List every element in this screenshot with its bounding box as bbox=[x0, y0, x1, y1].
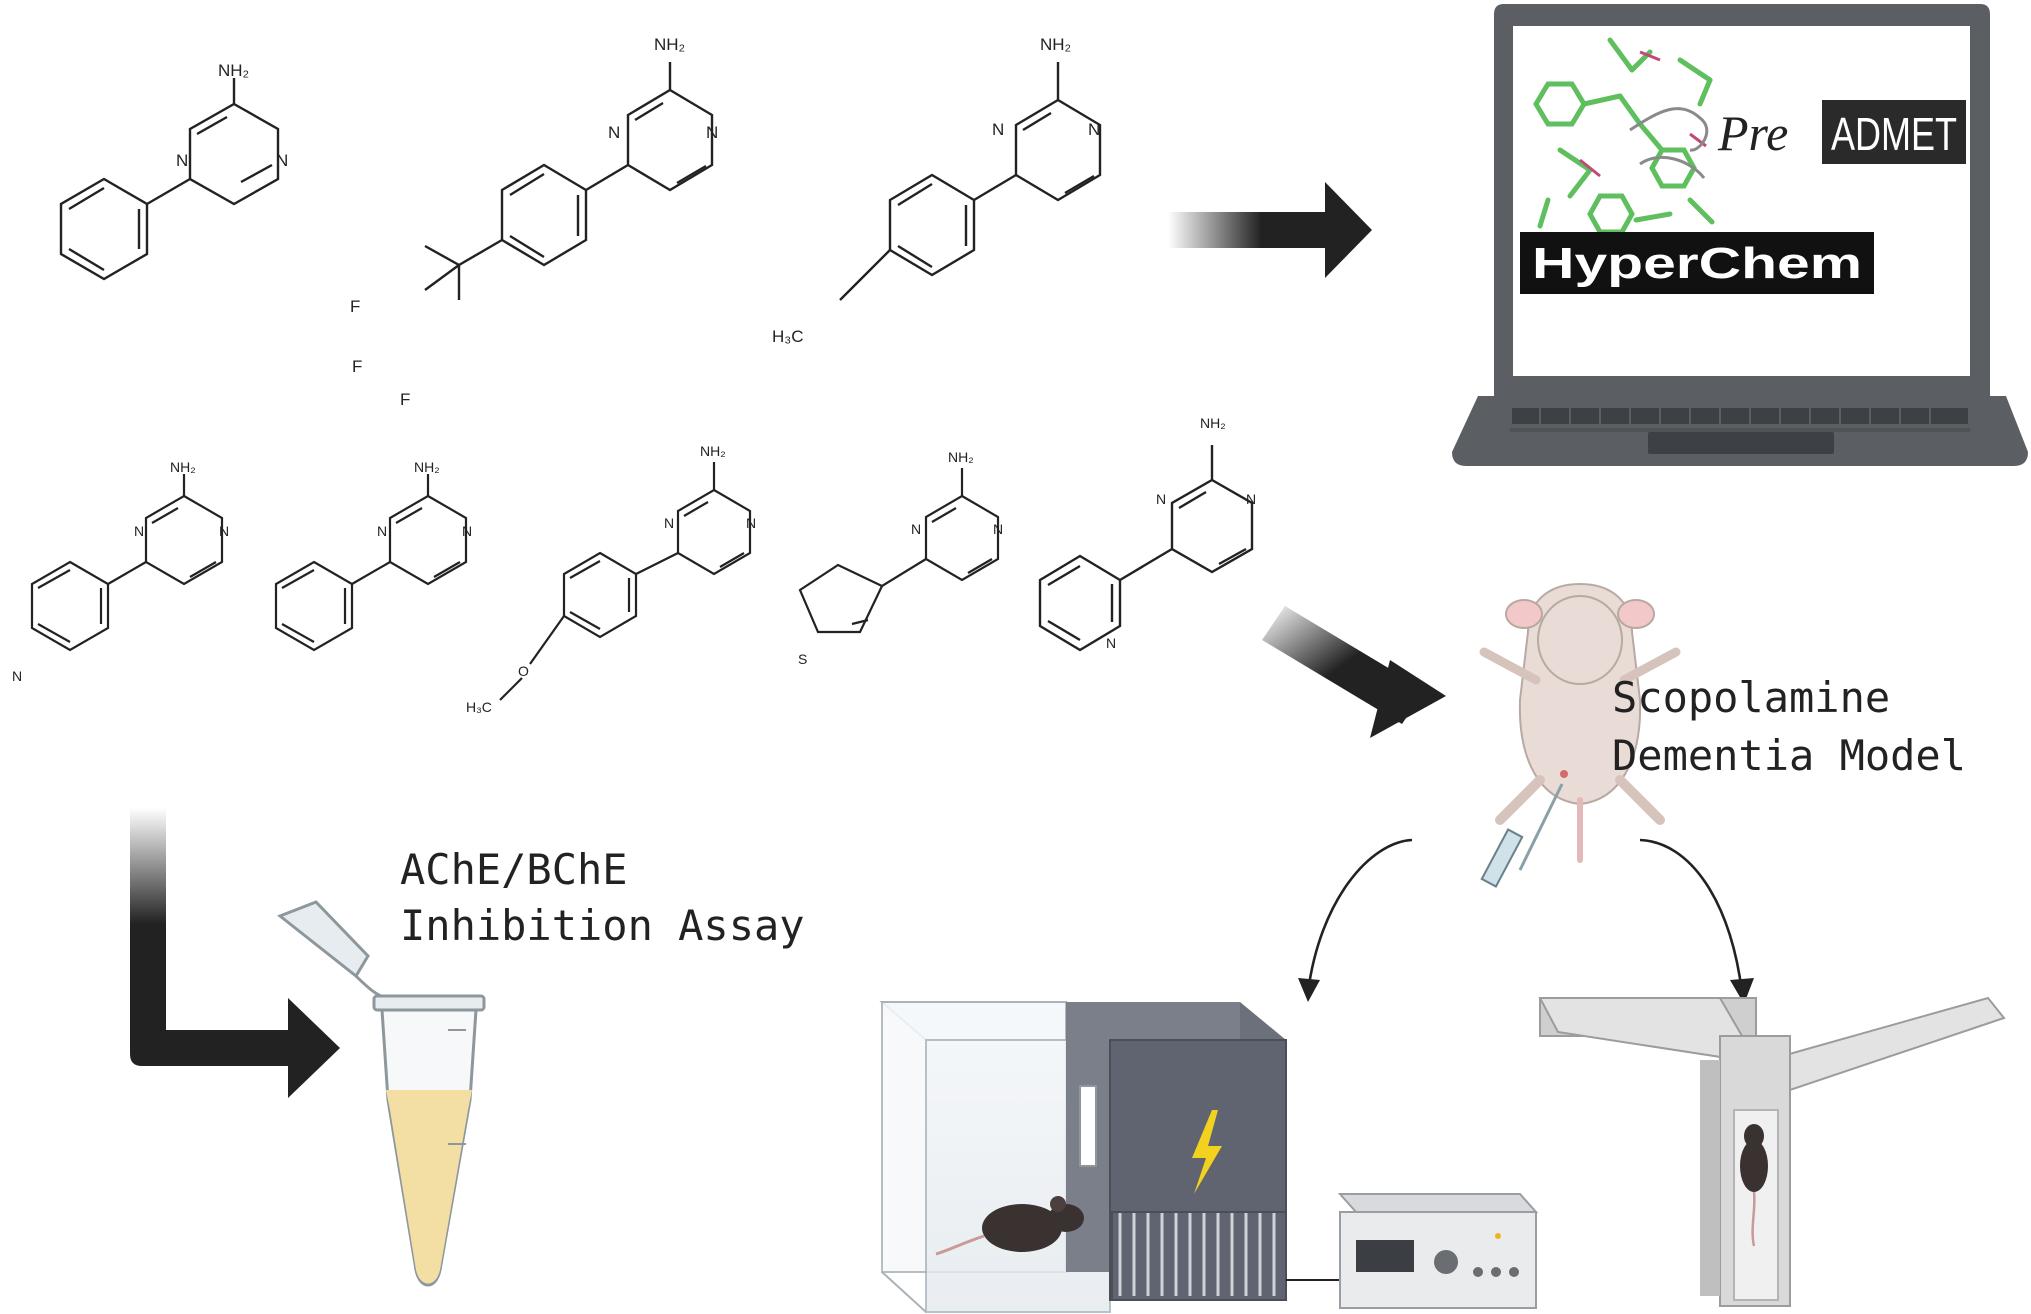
f-label: F bbox=[352, 357, 362, 376]
preadmet-badge bbox=[1822, 100, 1966, 164]
arrow-to-animal-model bbox=[1262, 606, 1446, 738]
amine-label-4: NH₂ bbox=[170, 459, 196, 475]
curved-arrow-left bbox=[1298, 838, 1413, 1002]
amine-label-7: NH₂ bbox=[948, 449, 974, 465]
mouse-icon bbox=[1740, 1124, 1768, 1247]
n-label: N bbox=[992, 120, 1004, 139]
molecule-trifluoromethylphenyl-aminopyrimidine bbox=[424, 62, 714, 300]
n-label: N bbox=[134, 523, 144, 539]
microtube-icon bbox=[277, 900, 486, 1287]
scopolamine-line-2: Dementia Model bbox=[1612, 731, 1966, 780]
lightning-icon bbox=[1192, 1110, 1222, 1194]
amine-label-5: NH₂ bbox=[414, 459, 440, 475]
amine-label-6: NH₂ bbox=[700, 443, 726, 459]
y-maze-icon bbox=[1538, 996, 2006, 1307]
n-label: N bbox=[706, 123, 718, 142]
n-label: N bbox=[219, 523, 229, 539]
n-label: N bbox=[12, 668, 22, 684]
stimulator-icon bbox=[1337, 1193, 1539, 1309]
molecule-methoxyphenyl-aminopyrimidine bbox=[499, 462, 752, 701]
syringe-icon bbox=[1480, 783, 1564, 888]
n-label: N bbox=[176, 151, 188, 170]
methyl-label: H₃C bbox=[772, 327, 803, 346]
molecule-pyridin2yl-aminopyrimidine bbox=[1038, 445, 1254, 652]
amine-label-8: NH₂ bbox=[1200, 415, 1226, 431]
amine-label-3: NH₂ bbox=[1040, 35, 1071, 54]
hyperchem-text: HyperChem bbox=[1532, 239, 1862, 288]
shuttle-box-icon bbox=[879, 1001, 1287, 1313]
o-label: O bbox=[518, 663, 529, 679]
amine-label-2: NH₂ bbox=[654, 35, 685, 54]
laptop-icon bbox=[1452, 4, 2028, 466]
amine-label-1: NH₂ bbox=[218, 61, 249, 80]
n-label: N bbox=[1106, 635, 1116, 651]
n-label: N bbox=[993, 521, 1003, 537]
hyperchem-badge bbox=[1520, 232, 1874, 294]
methyl-label: H₃C bbox=[466, 699, 492, 715]
rat-icon bbox=[1479, 582, 1681, 863]
molecule-visual-icon bbox=[1533, 37, 1715, 235]
arrow-to-assay bbox=[130, 808, 340, 1098]
arrow-to-computational bbox=[1168, 182, 1372, 278]
s-label: S bbox=[798, 651, 807, 667]
mouse-icon bbox=[935, 1196, 1084, 1256]
molecule-thienyl-aminopyrimidine bbox=[798, 468, 1000, 634]
preadmet-admet-text: ADMET bbox=[1831, 108, 1957, 160]
n-label: N bbox=[1246, 491, 1256, 507]
n-label: N bbox=[911, 521, 921, 537]
preadmet-pre-text: Pre bbox=[1717, 105, 1788, 161]
f-label: F bbox=[400, 390, 410, 409]
n-label: N bbox=[746, 515, 756, 531]
curved-arrow-right bbox=[1639, 838, 1754, 1004]
assay-line-1: AChE/BChE bbox=[400, 845, 628, 894]
n-label: N bbox=[377, 523, 387, 539]
assay-line-2: Inhibition Assay bbox=[400, 901, 805, 950]
n-label: N bbox=[462, 523, 472, 539]
molecule-phenyl-aminopyrimidine-2 bbox=[274, 474, 468, 652]
n-label: N bbox=[608, 123, 620, 142]
n-label: N bbox=[276, 151, 288, 170]
f-label: F bbox=[350, 297, 360, 316]
molecule-visual-icon bbox=[1629, 107, 1709, 179]
molecule-pyridin4yl-aminopyrimidine bbox=[30, 474, 224, 652]
molecule-tolyl-aminopyrimidine bbox=[839, 62, 1102, 301]
n-label: N bbox=[664, 515, 674, 531]
n-label: N bbox=[1156, 491, 1166, 507]
molecule-phenyl-aminopyrimidine bbox=[59, 78, 280, 281]
n-label: N bbox=[1088, 120, 1100, 139]
scopolamine-line-1: Scopolamine bbox=[1612, 673, 1890, 722]
